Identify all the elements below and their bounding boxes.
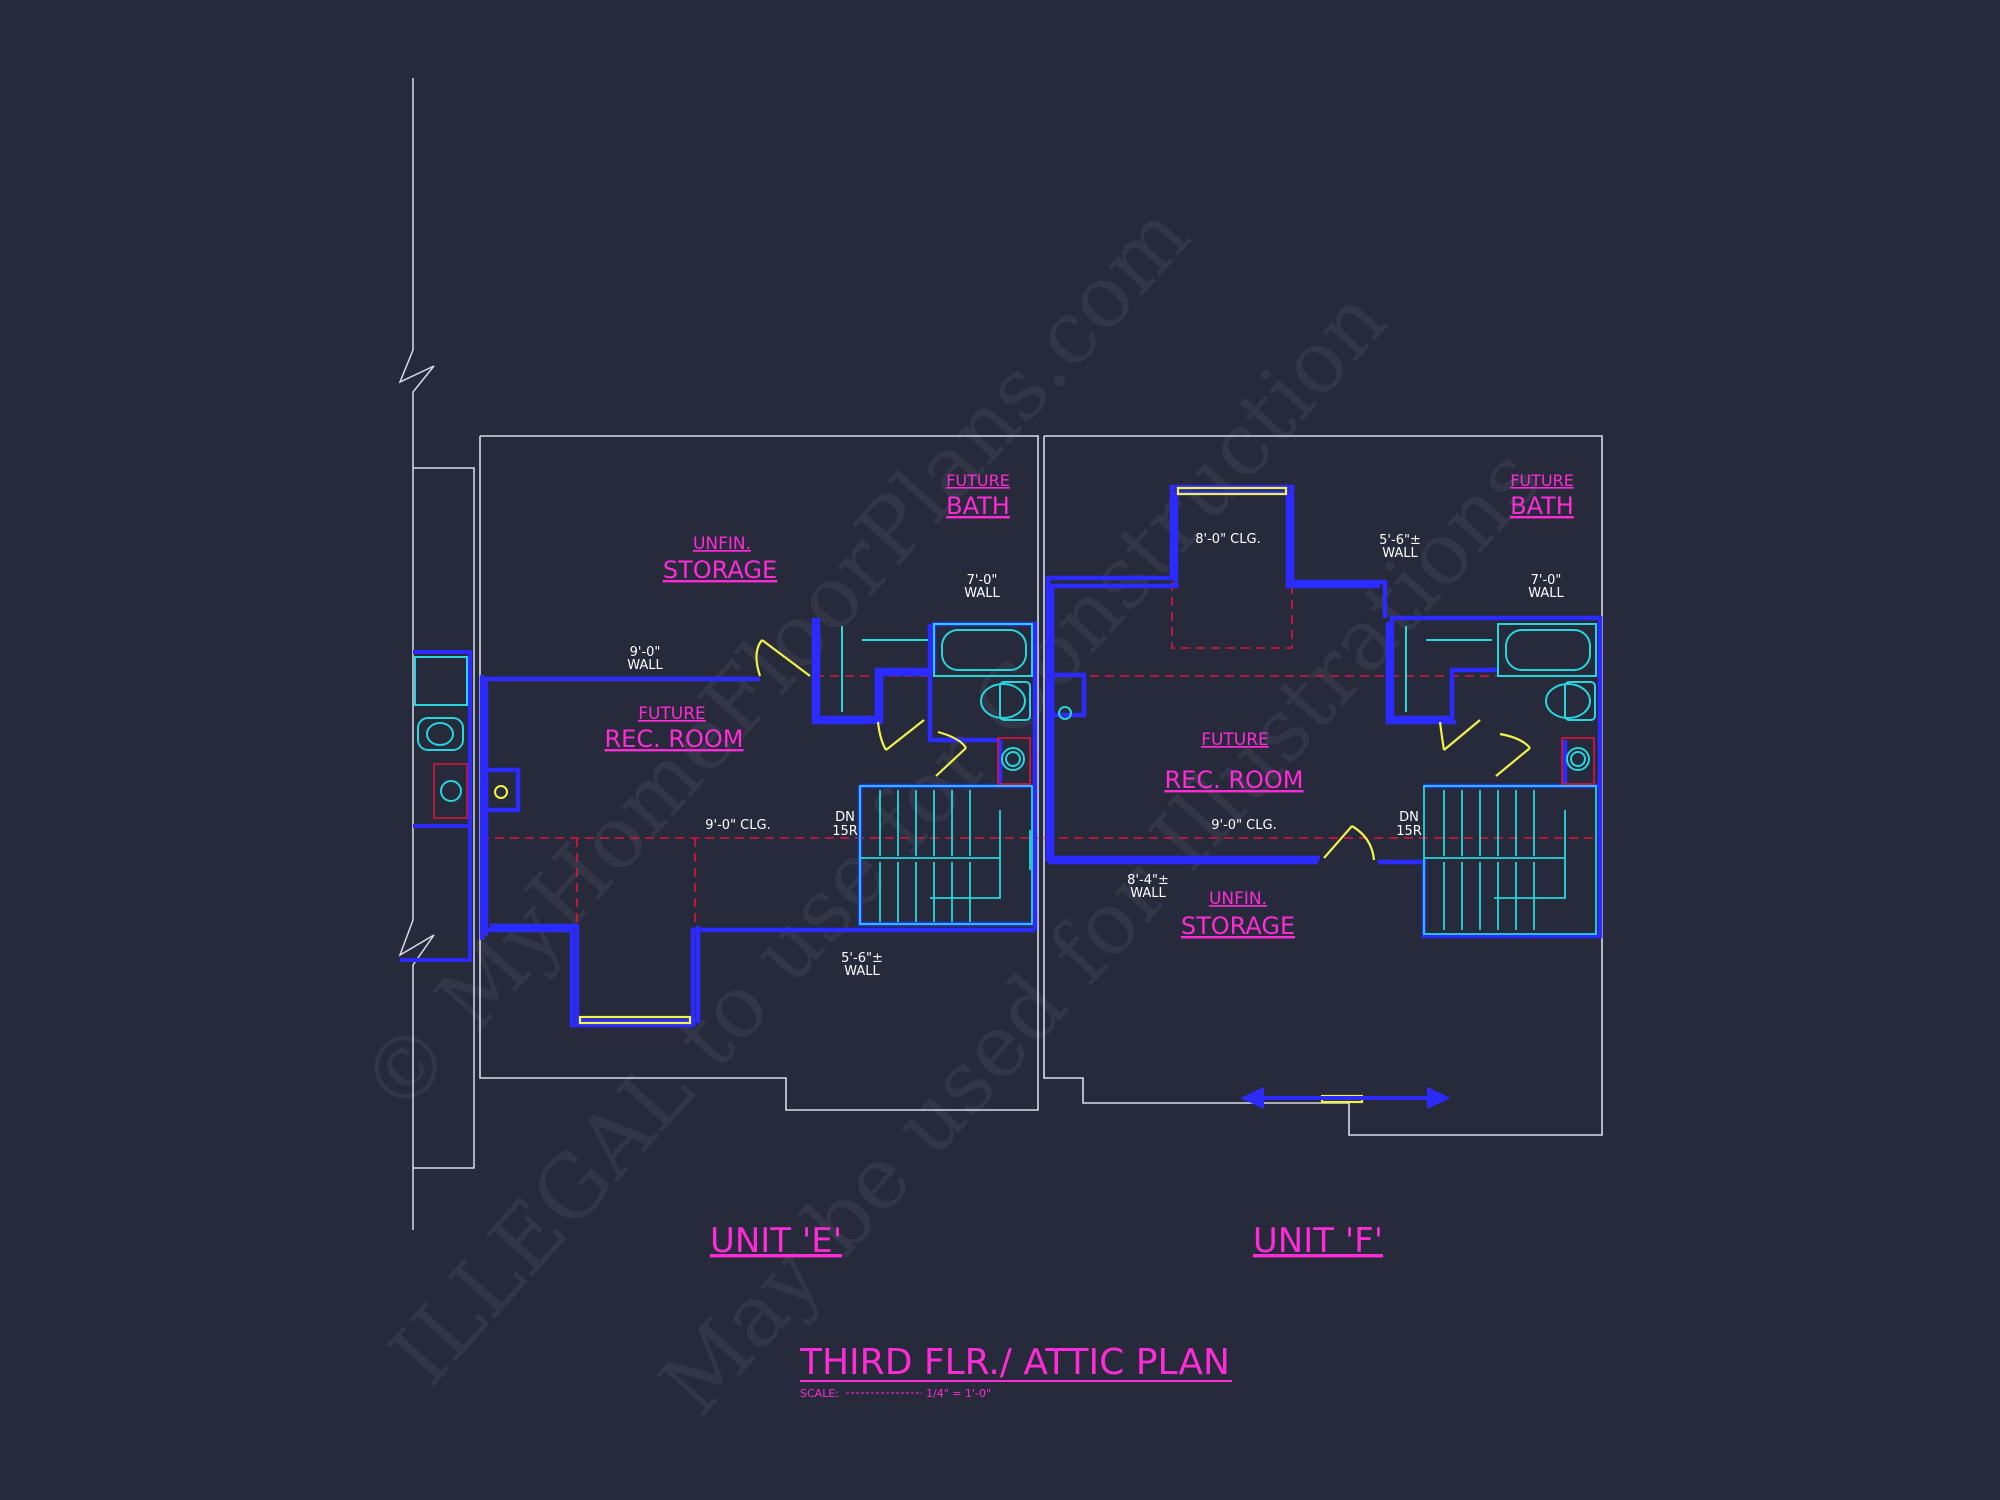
adjacent-unit-edge (398, 78, 475, 1230)
plan-scale-value: 1/4" = 1'-0" (926, 1387, 991, 1400)
unit-f-storage-line1: UNFIN. (1209, 889, 1267, 909)
water-heater-boxes (997, 737, 1595, 785)
unit-e-rec-line2: REC. ROOM (604, 725, 743, 753)
unit-f-note-wall-84-1: 8'-4"± (1127, 873, 1169, 888)
unit-f-title: UNIT 'F' (1253, 1221, 1383, 1261)
unit-e-note-wall-1: 9'-0" (630, 645, 661, 660)
unit-f-note-bath-wall-1: 7'-0" (1531, 573, 1562, 588)
unit-f-note-dn-2: 15R (1396, 824, 1422, 839)
stair-unit-e (859, 785, 1033, 925)
unit-e-note-dn-1: DN (835, 810, 855, 825)
bath-fixtures (841, 623, 1597, 771)
unit-e-storage-line2: STORAGE (663, 556, 777, 584)
unit-e-note-low-wall-1: 5'-6"± (841, 951, 883, 966)
unit-e-note-bath-wall-1: 7'-0" (967, 573, 998, 588)
unit-e-title: UNIT 'E' (710, 1221, 842, 1261)
unit-e-note-wall-2: WALL (627, 658, 663, 673)
unit-f-rec-line2: REC. ROOM (1164, 766, 1303, 794)
unit-e-note-clg: 9'-0" CLG. (705, 818, 770, 833)
unit-f-storage-line2: STORAGE (1181, 912, 1295, 940)
unit-e-note-dn-2: 15R (832, 824, 858, 839)
unit-e-storage-line1: UNFIN. (693, 534, 751, 554)
unit-e-rec-line1: FUTURE (638, 704, 706, 724)
unit-f-note-wall-84-2: WALL (1130, 886, 1166, 901)
unit-f-note-dn-1: DN (1399, 810, 1419, 825)
unit-f-note-clg-9: 9'-0" CLG. (1211, 818, 1276, 833)
unit-f-note-wall-56-1: 5'-6"± (1379, 533, 1421, 548)
unit-e-note-bath-wall-2: WALL (964, 586, 1000, 601)
unit-f-bath-line2: BATH (1510, 492, 1574, 520)
doors-and-windows (578, 486, 1531, 1104)
unit-f-bath-line1: FUTURE (1510, 471, 1574, 490)
unit-f-note-wall-56-2: WALL (1382, 546, 1418, 561)
unit-f-rec-line1: FUTURE (1201, 730, 1269, 750)
plan-scale-label: SCALE: (800, 1387, 839, 1400)
unit-f-fixture-dots (1058, 706, 1072, 720)
sliding-door-arrows (1240, 1086, 1451, 1110)
ceiling-break-lines (480, 582, 1602, 933)
stair-handrail-dots (494, 785, 508, 799)
adjacent-unit-fixtures (414, 656, 468, 802)
stair-unit-f (1423, 785, 1597, 935)
adjacent-unit-water-heater (433, 763, 468, 819)
unit-e-bath-line1: FUTURE (946, 471, 1010, 490)
unit-f-note-bath-wall-2: WALL (1528, 586, 1564, 601)
unit-e-bath-line2: BATH (946, 492, 1010, 520)
plan-title: THIRD FLR./ ATTIC PLAN (799, 1342, 1230, 1383)
adjacent-unit-walls (400, 650, 472, 962)
unit-f-note-clg-8: 8'-0" CLG. (1195, 532, 1260, 547)
unit-e-note-low-wall-2: WALL (844, 964, 880, 979)
